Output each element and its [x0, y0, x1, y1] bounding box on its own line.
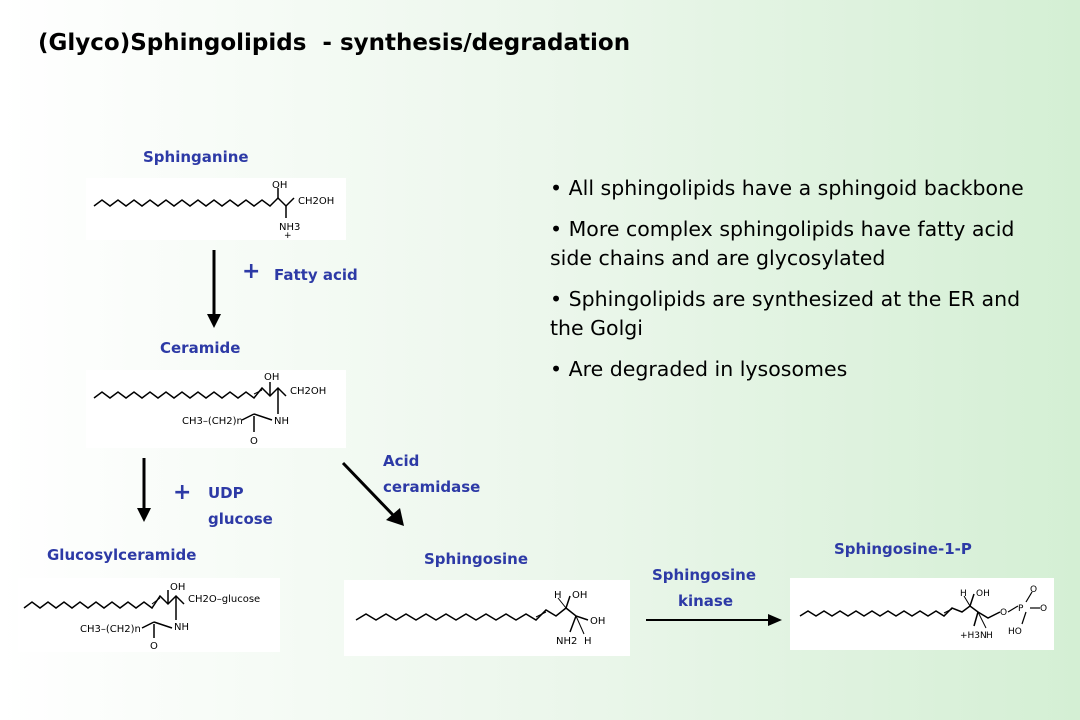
carbonyl-o-label-2: O: [150, 641, 158, 652]
h2n-label: +H3N: [960, 631, 987, 641]
bullet-item: • Sphingolipids are synthesized at the E…: [550, 287, 1021, 340]
bullet-list: • All sphingolipids have a sphingoid bac…: [550, 174, 1030, 396]
svg-text:+: +: [284, 231, 292, 240]
sphinganine-label: Sphinganine: [143, 148, 249, 166]
glucose-label: glucose: [208, 510, 273, 528]
h-label-2: H: [584, 636, 592, 647]
ceramidase-label: ceramidase: [383, 478, 481, 496]
s1p-structure: H OH O P O O HO +H3N H: [790, 578, 1054, 650]
nh-label-2: NH: [174, 622, 189, 633]
oh-label-6: OH: [976, 589, 990, 599]
bullet-item: • More complex sphingolipids have fatty …: [550, 217, 1015, 270]
ch2o-glucose-label: CH2O–glucose: [188, 594, 260, 605]
nh3-label: NH3: [279, 222, 300, 233]
acid-label: Acid: [383, 452, 420, 470]
h-label-3: H: [960, 589, 967, 599]
oh-label-4: OH: [572, 590, 587, 601]
phosphorus-label: P: [1018, 604, 1024, 614]
sphingosine-kinase-label-1: Sphingosine: [652, 566, 757, 584]
arrow-sphingosine-kinase: [646, 614, 782, 626]
plus-sign: +: [242, 259, 261, 284]
arrow-udp-glucose: [137, 458, 151, 522]
ceramide-label: Ceramide: [160, 339, 241, 357]
glucosylceramide-label: Glucosylceramide: [47, 546, 197, 564]
h-label-4: H: [986, 631, 993, 641]
carbonyl-o-label: O: [250, 436, 258, 447]
nh2-label: NH2: [556, 636, 577, 647]
ch2oh-label: CH2OH: [298, 196, 334, 207]
glucosylceramide-structure: OH CH2O–glucose NH CH3–(CH2)n O: [18, 578, 280, 652]
acyl-chain-label: CH3–(CH2)n: [182, 416, 243, 427]
fatty-acid-label: Fatty acid: [274, 266, 358, 284]
arrow-fatty-acid: [207, 250, 221, 328]
sphingosine-structure: H OH OH NH2 H: [344, 580, 630, 656]
sphinganine-structure: OH CH2OH NH3 +: [86, 178, 346, 241]
ho-label: HO: [1008, 627, 1022, 637]
arrow-acid-ceramidase: [341, 461, 404, 526]
s1p-label: Sphingosine-1-P: [834, 540, 972, 558]
o-label-right: O: [1040, 604, 1047, 614]
plus-sign-2: +: [173, 480, 192, 505]
h-label: H: [554, 590, 562, 601]
o-label-ester: O: [1000, 608, 1007, 618]
acyl-chain-label-2: CH3–(CH2)n: [80, 624, 141, 635]
bullet-item: • All sphingolipids have a sphingoid bac…: [550, 176, 1024, 200]
o-label-top: O: [1030, 585, 1037, 595]
ch2oh-label-2: CH2OH: [290, 386, 326, 397]
nh-label: NH: [274, 416, 289, 427]
oh-label-3: OH: [170, 582, 185, 593]
oh-label: OH: [272, 180, 287, 191]
bullet-item: • Are degraded in lysosomes: [550, 357, 848, 381]
udp-label: UDP: [208, 484, 244, 502]
oh-label-2: OH: [264, 372, 279, 383]
sphingosine-kinase-label-2: kinase: [678, 592, 734, 610]
sphingosine-label: Sphingosine: [424, 550, 529, 568]
ceramide-structure: OH CH2OH NH CH3–(CH2)n O: [86, 370, 346, 448]
oh-label-5: OH: [590, 616, 605, 627]
page-title: (Glyco)Sphingolipids - synthesis/degrada…: [38, 30, 631, 56]
